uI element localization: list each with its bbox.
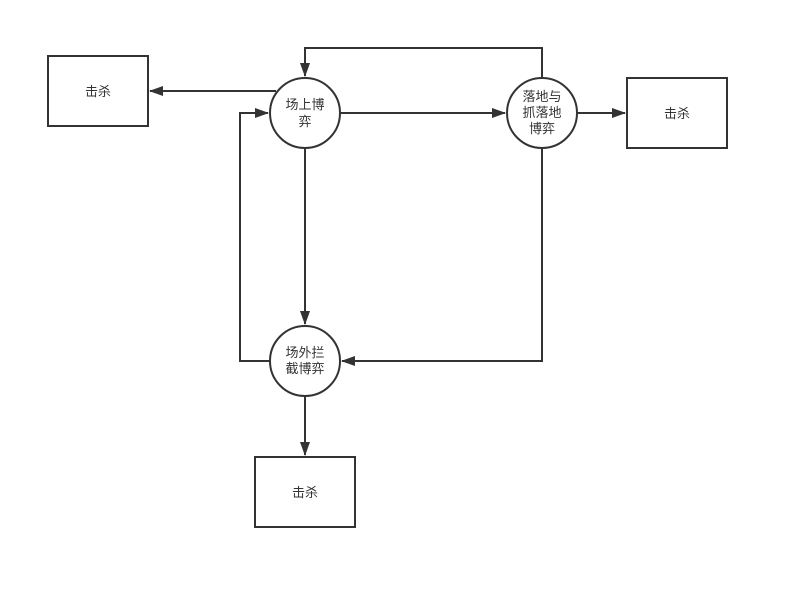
node-on-field: 场上博 弈 [269, 77, 341, 149]
node-label-line-2: 弈 [298, 114, 311, 130]
circle-shape [506, 77, 578, 149]
node-label-line-1: 场外拦 [285, 346, 324, 361]
edge-landing-to-on-field [300, 47, 543, 78]
box-shape [254, 456, 356, 528]
node-landing: 落地与 抓落地 博弈 [506, 77, 578, 149]
node-label-line-1: 场上博 [285, 98, 324, 113]
edges [149, 47, 626, 456]
node-label: 击杀 [85, 85, 111, 100]
node-off-field: 场外拦 截博弈 [269, 325, 341, 397]
node-label-line-3: 博弈 [529, 121, 555, 137]
node-label-line-2: 截博弈 [285, 361, 324, 377]
node-kill-bottom: 击杀 [254, 456, 356, 528]
node-label-line-1: 落地与 [522, 90, 561, 105]
circle-shape [269, 77, 341, 149]
circle-shape [269, 325, 341, 397]
box-shape [47, 55, 149, 127]
edge-off-field-to-on-field [239, 108, 270, 362]
box-shape [626, 77, 728, 149]
node-label-line-2: 抓落地 [522, 106, 561, 121]
edge-landing-to-off-field [341, 148, 543, 366]
node-label: 击杀 [664, 107, 690, 122]
node-kill-right: 击杀 [626, 77, 728, 149]
node-kill-left: 击杀 [47, 55, 149, 127]
node-label: 击杀 [292, 486, 318, 501]
